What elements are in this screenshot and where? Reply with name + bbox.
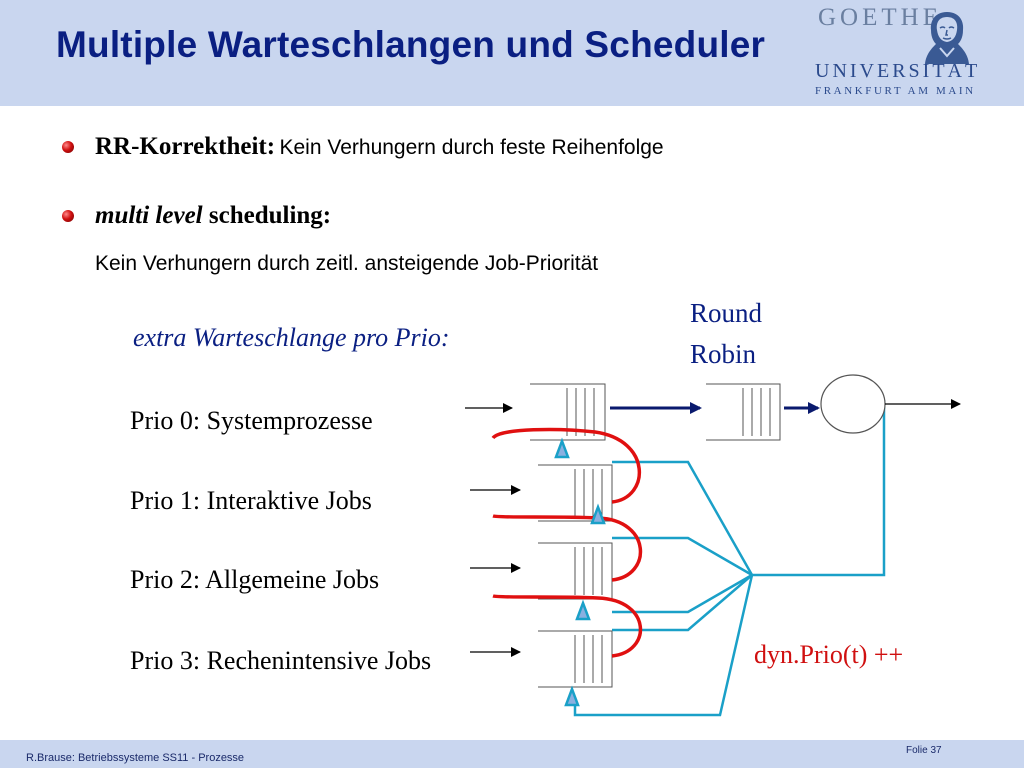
prio-1-label: Prio 1: Interaktive Jobs	[130, 486, 372, 515]
multilevel-label-bold: scheduling:	[202, 202, 332, 229]
feedback-network	[573, 400, 886, 717]
round-robin-label-line1: Round	[690, 298, 763, 328]
prio-0-label: Prio 0: Systemprozesse	[130, 406, 373, 435]
dyn-prio-label: dyn.Prio(t) ++	[754, 640, 904, 669]
multilevel-label-italic: multi level	[95, 202, 203, 229]
round-robin-label-line2: Robin	[690, 339, 757, 369]
queue-prio-3	[538, 630, 613, 688]
goethe-portrait-icon	[925, 12, 969, 64]
processor-circle	[820, 374, 886, 434]
bullet-multilevel-scheduling: multi level scheduling:	[95, 202, 331, 230]
bullet-icon	[62, 210, 74, 222]
rr-correctness-text: Kein Verhungern durch feste Reihenfolge	[279, 136, 664, 159]
promotion-triangle-icons	[554, 437, 606, 707]
queue-prio-0	[530, 383, 606, 441]
footer-slide-number: Folie 37	[906, 745, 942, 756]
rr-correctness-label: RR-Korrektheit:	[95, 133, 276, 160]
input-arrows	[465, 399, 961, 657]
footer-band	[0, 740, 1024, 768]
university-logo-universitaet: UNIVERSITÄT	[815, 60, 981, 82]
bullet-rr-correctness: RR-Korrektheit: Kein Verhungern durch fe…	[95, 133, 664, 161]
prio-2-label: Prio 2: Allgemeine Jobs	[130, 565, 380, 594]
slide-title: Multiple Warteschlangen und Scheduler	[56, 24, 766, 65]
queue-prio-2	[538, 542, 613, 600]
university-logo-goethe: GOETHE	[818, 4, 942, 31]
queue-prio-1	[538, 464, 613, 522]
university-logo-city: FRANKFURT AM MAIN	[815, 85, 976, 97]
queue-round-robin	[706, 383, 781, 441]
bullet-icon	[62, 141, 74, 153]
prio-3-label: Prio 3: Rechenintensive Jobs	[130, 646, 432, 675]
header-band	[0, 0, 1024, 106]
extra-queue-label: extra Warteschlange pro Prio:	[133, 323, 450, 352]
multilevel-subtext: Kein Verhungern durch zeitl. ansteigende…	[95, 252, 599, 275]
footer-course: R.Brause: Betriebssysteme SS11 - Prozess…	[26, 752, 245, 764]
